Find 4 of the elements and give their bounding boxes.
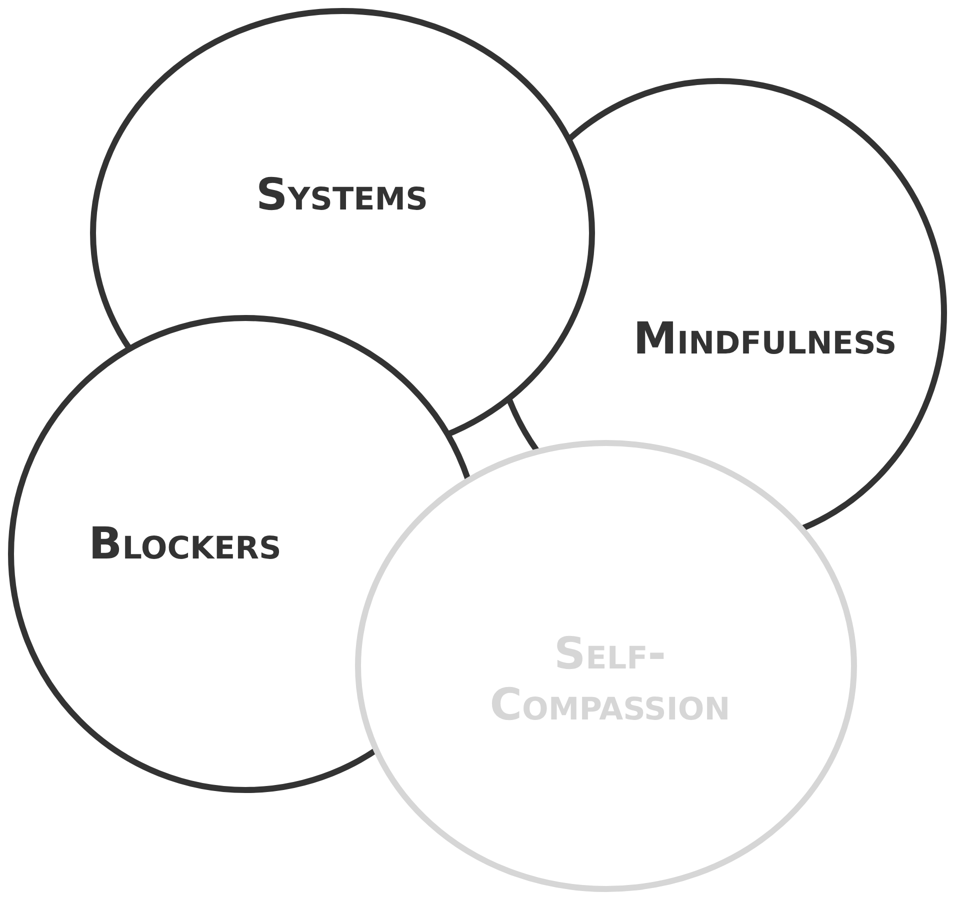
circle-label: Blockers <box>88 520 282 570</box>
circle-label: Systems <box>256 170 428 222</box>
circle-label: Mindfulness <box>633 314 897 366</box>
venn-circle <box>355 440 857 892</box>
